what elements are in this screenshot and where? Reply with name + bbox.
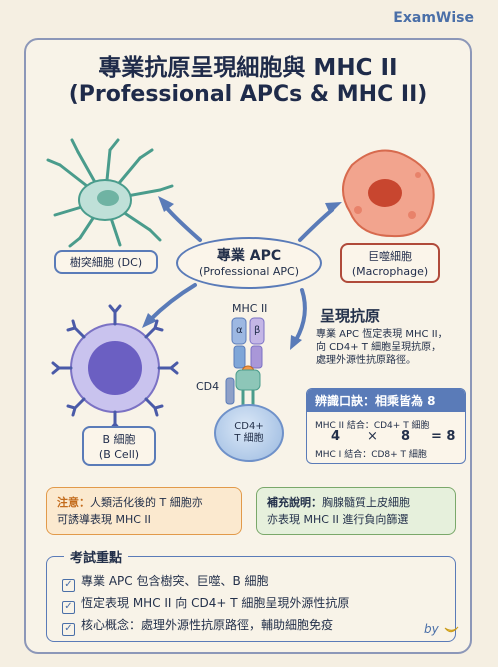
checkbox-icon: ✓ — [62, 601, 75, 614]
presentation-desc-line: 處理外源性抗原路徑。 — [316, 355, 416, 366]
cd4-t-cell: CD4+ T 細胞 — [214, 404, 284, 462]
key-point-item: ✓ 恆定表現 MHC II 向 CD4+ T 細胞呈現外源性抗原 — [62, 594, 350, 614]
presentation-desc-line: 專業 APC 恆定表現 MHC II， — [316, 329, 448, 340]
key-points-title: 考試重點 — [64, 547, 129, 566]
arrow-to-mhc — [294, 288, 307, 342]
presentation-title: 呈現抗原 — [320, 307, 381, 325]
b-cell-label: B 細胞 (B Cell) — [82, 426, 156, 466]
mnemonic-num-8: 8 — [401, 429, 411, 444]
supplement-note: 補充說明：胸腺髓質上皮細胞 亦表現 MHC II 進行負向篩選 — [256, 487, 456, 535]
macrophage-icon — [342, 149, 435, 238]
signature-text: by — [424, 622, 439, 636]
b-cell-label-en: (B Cell) — [98, 448, 140, 461]
brand-logo: ExamWise — [393, 10, 474, 26]
mnemonic-mhc2-line: MHC II 結合：CD4+ T 細胞 — [315, 421, 430, 431]
signature: by — [424, 622, 459, 636]
mhc-alpha-label: α — [236, 325, 243, 336]
dendritic-cell-label: 樹突細胞 (DC) — [54, 250, 158, 274]
presentation-description: 專業 APC 恆定表現 MHC II， 向 CD4+ T 細胞呈現抗原， 處理外… — [316, 328, 466, 367]
cd4-label: CD4 — [196, 380, 220, 393]
banana-icon — [444, 626, 458, 632]
mnemonic-num-4: 4 — [331, 429, 341, 444]
arrow-to-bcell — [148, 283, 197, 322]
t-cell-label-line1: CD4+ — [234, 421, 264, 432]
mnemonic-result: = 8 — [431, 429, 456, 444]
professional-apc-node: 專業 APC (Professional APC) — [176, 237, 322, 289]
apc-subtitle: (Professional APC) — [198, 265, 300, 278]
checkbox-icon: ✓ — [62, 579, 75, 592]
arrow-to-macrophage — [298, 208, 334, 242]
t-cell-label-line2: T 細胞 — [234, 433, 264, 444]
warning-text: 可誘導表現 MHC II — [57, 513, 151, 526]
macrophage-label-zh: 巨噬細胞 — [368, 250, 412, 263]
macrophage-label: 巨噬細胞 (Macrophage) — [340, 243, 440, 283]
macrophage-label-en: (Macrophage) — [351, 265, 429, 278]
checkbox-icon: ✓ — [62, 623, 75, 636]
mhc-ii-molecule-icon — [225, 317, 265, 406]
warning-text: 人類活化後的 T 細胞亦 — [90, 496, 203, 509]
page-subtitle: (Professional APCs & MHC II) — [68, 82, 428, 107]
supplement-text: 胸腺髓質上皮細胞 — [322, 496, 410, 509]
b-cell-label-zh: B 細胞 — [102, 433, 136, 446]
key-point-text: 恆定表現 MHC II 向 CD4+ T 細胞呈現外源性抗原 — [81, 596, 350, 610]
warning-note: 注意：人類活化後的 T 細胞亦 可誘導表現 MHC II — [46, 487, 242, 535]
presentation-desc-line: 向 CD4+ T 細胞呈現抗原， — [316, 342, 442, 353]
supplement-text: 亦表現 MHC II 進行負向篩選 — [267, 513, 409, 526]
b-cell-icon — [51, 304, 179, 432]
mhc-beta-label: β — [254, 325, 260, 336]
key-point-item: ✓ 專業 APC 包含樹突、巨噬、B 細胞 — [62, 572, 269, 592]
mnemonic-mhc1-line: MHC I 結合：CD8+ T 細胞 — [315, 450, 427, 460]
supplement-label: 補充說明： — [267, 496, 322, 509]
page-title: 專業抗原呈現細胞與 MHC II — [98, 55, 398, 81]
key-points-box — [46, 556, 456, 642]
mnemonic-box: 辨識口訣：相乘皆為 8 MHC II 結合：CD4+ T 細胞 4 × 8 = … — [306, 388, 466, 464]
mnemonic-times: × — [367, 429, 378, 444]
key-point-text: 核心概念：處理外源性抗原路徑，輔助細胞免疫 — [81, 618, 334, 632]
mnemonic-header: 辨識口訣：相乘皆為 8 — [307, 389, 465, 412]
mhc-ii-label: MHC II — [232, 302, 268, 315]
key-point-text: 專業 APC 包含樹突、巨噬、B 細胞 — [81, 574, 269, 588]
warning-label: 注意： — [57, 496, 90, 509]
key-point-item: ✓ 核心概念：處理外源性抗原路徑，輔助細胞免疫 — [62, 616, 334, 636]
arrow-to-dc — [163, 204, 202, 242]
apc-title: 專業 APC — [216, 248, 282, 264]
